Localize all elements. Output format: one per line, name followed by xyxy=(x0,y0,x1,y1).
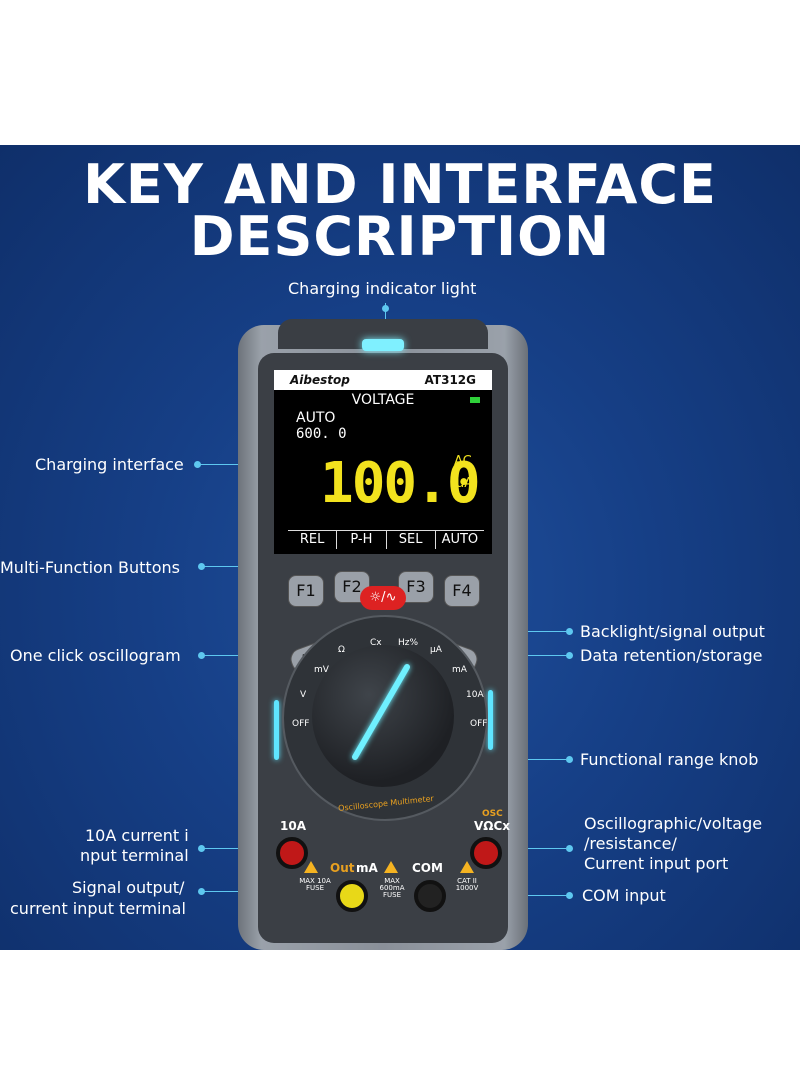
warning-icon xyxy=(460,861,474,873)
softkey-rel: REL xyxy=(299,532,325,547)
callout-dot xyxy=(198,888,205,895)
softkey-ph: P-H xyxy=(336,531,385,549)
callout-line xyxy=(200,464,240,465)
unit-ua: uA xyxy=(456,476,474,491)
callout-10a-line-1: 10A current i xyxy=(85,826,189,845)
callout-osc-line-2: /resistance/ xyxy=(584,834,677,853)
battery-icon xyxy=(470,397,480,403)
main-reading: 100.0 xyxy=(320,451,481,516)
callout-dot xyxy=(566,756,573,763)
dial-pos-mv: mV xyxy=(314,665,329,675)
dial-pos-off-left: OFF xyxy=(292,719,310,729)
callout-osc-line-3: Current input port xyxy=(584,854,729,873)
callout-dot xyxy=(566,892,573,899)
range-value: 600. 0 xyxy=(296,426,347,442)
display-header: Aibestop AT312G xyxy=(274,370,492,390)
callout-range-knob: Functional range knob xyxy=(580,750,759,769)
callout-charging-light: Charging indicator light xyxy=(288,279,477,298)
jack-label-10a: 10A xyxy=(280,819,306,833)
range-knob[interactable] xyxy=(312,645,454,787)
callout-10a-line-2: nput terminal xyxy=(80,846,189,865)
jack-label-osc: OSC xyxy=(482,809,503,819)
warning-icon xyxy=(304,861,318,873)
multimeter: Aibestop AT312G VOLTAGE AUTO 600. 0 100.… xyxy=(238,319,528,950)
left-side-glow xyxy=(274,700,279,760)
jack-ma[interactable] xyxy=(336,880,368,912)
callout-com-input: COM input xyxy=(582,886,666,905)
jack-com[interactable] xyxy=(414,880,446,912)
dial-pos-10a: 10A xyxy=(466,690,484,700)
callout-dot xyxy=(382,305,389,312)
dial-pos-ohm: Ω xyxy=(338,645,345,655)
right-side-glow xyxy=(488,690,493,750)
dial-pos-off-right: OFF xyxy=(470,719,488,729)
display: Aibestop AT312G VOLTAGE AUTO 600. 0 100.… xyxy=(274,370,492,554)
background-panel: KEY AND INTERFACE DESCRIPTION Charging i… xyxy=(0,145,800,950)
callout-line xyxy=(385,303,386,325)
title-line-1: KEY AND INTERFACE xyxy=(83,153,717,216)
dial-pos-cx: Cx xyxy=(370,638,382,648)
unit-ac: AC xyxy=(454,454,472,469)
jack-label-com: COM xyxy=(412,861,443,875)
dial-pos-v: V xyxy=(300,690,307,700)
callout-multi-function: Multi-Function Buttons xyxy=(0,558,180,577)
backlight-signal-button[interactable]: ☼/∿ xyxy=(360,586,406,610)
softkey-auto: AUTO xyxy=(434,531,484,549)
callout-dot xyxy=(198,563,205,570)
lcd-screen: VOLTAGE AUTO 600. 0 100.0 AC uA REL P-H … xyxy=(274,390,492,554)
jack-10a[interactable] xyxy=(276,837,308,869)
callout-dot xyxy=(194,461,201,468)
callout-line xyxy=(500,848,566,849)
mode-label: VOLTAGE xyxy=(351,392,415,408)
title-line-2: DESCRIPTION xyxy=(189,205,611,268)
softkey-bar: REL P-H SEL AUTO xyxy=(288,530,484,549)
range-mode: AUTO xyxy=(296,410,336,426)
dial-pos-hz: Hz% xyxy=(398,638,419,648)
fuse-label-10a: MAX 10A FUSE xyxy=(299,877,331,892)
callout-dot xyxy=(566,845,573,852)
jack-label-ma: mA xyxy=(356,861,378,875)
callout-charging-interface: Charging interface xyxy=(35,455,184,474)
brand-logo: Aibestop xyxy=(290,373,350,387)
callout-backlight: Backlight/signal output xyxy=(580,622,765,641)
callout-dot xyxy=(566,628,573,635)
callout-data-retention: Data retention/storage xyxy=(580,646,763,665)
f4-button[interactable]: F4 xyxy=(444,575,480,607)
callout-osc-line-1: Oscillographic/voltage xyxy=(584,814,763,833)
softkey-sel: SEL xyxy=(385,531,435,549)
callout-dot xyxy=(566,652,573,659)
callout-one-click: One click oscillogram xyxy=(10,646,181,665)
f1-button[interactable]: F1 xyxy=(288,575,324,607)
jack-label-vocx: VΩCx xyxy=(474,819,511,833)
model-label: AT312G xyxy=(424,373,476,387)
cat-rating: CAT II 1000V xyxy=(455,877,479,892)
warning-icon xyxy=(384,861,398,873)
callout-dot xyxy=(198,652,205,659)
callout-signal-line-1: Signal output/ xyxy=(72,878,185,897)
dial-pos-ma: mA xyxy=(452,665,467,675)
charging-indicator-led xyxy=(362,339,404,351)
fuse-label-600ma: MAX 600mA FUSE xyxy=(379,877,405,899)
callout-signal-line-2: current input terminal xyxy=(10,899,186,918)
callout-dot xyxy=(198,845,205,852)
jack-label-out: Out xyxy=(330,861,355,875)
dial-pos-ua: µA xyxy=(430,645,442,655)
jack-voltage[interactable] xyxy=(470,837,502,869)
